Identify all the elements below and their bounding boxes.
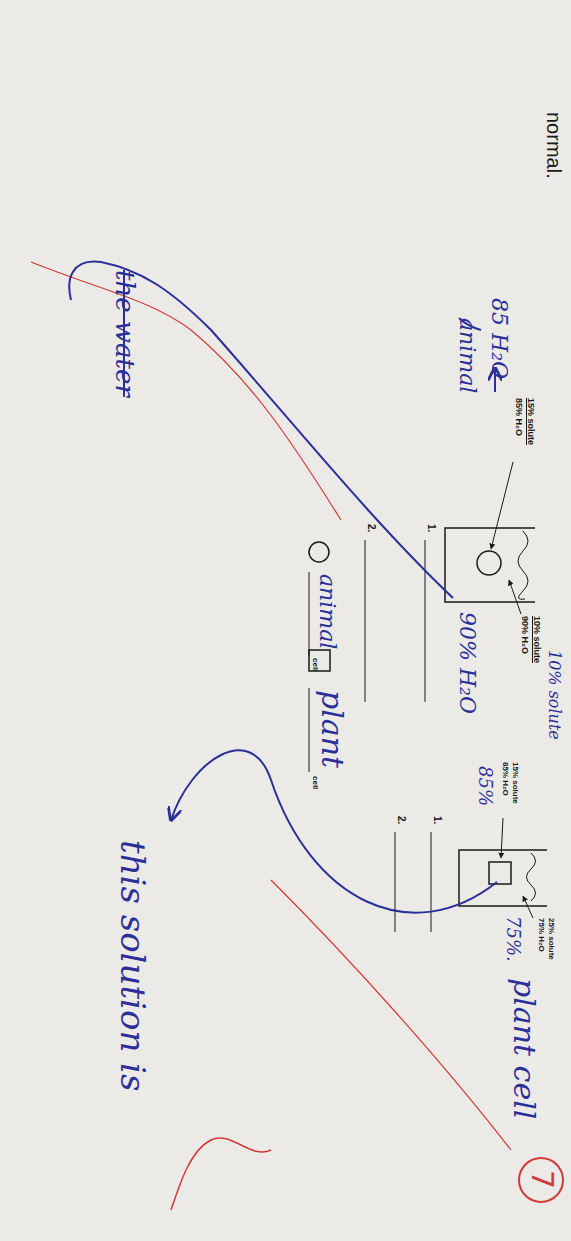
answer-number: 2.: [366, 524, 377, 532]
animal-cell-shape: [477, 551, 501, 575]
grade-mark: 7: [526, 1170, 559, 1189]
solution-label: 90% H₂O: [519, 616, 529, 654]
answer-line: [309, 688, 310, 772]
handwritten-note: 75%.: [503, 916, 523, 962]
hand-curve: [171, 750, 497, 912]
handwritten-note: plant cell: [508, 978, 541, 1119]
solution-label: 25% solute: [546, 918, 555, 960]
solution-label: 85% H₂O: [500, 762, 509, 796]
answer-line: [395, 832, 396, 932]
handwritten-note: animal: [455, 318, 479, 393]
answer-number: 1.: [426, 524, 437, 532]
handwritten-note: 85%: [475, 766, 495, 806]
leader-line: [491, 462, 513, 549]
beaker-outline: [445, 528, 535, 602]
solution-surface: [518, 531, 528, 599]
solution-label: 15% solute: [510, 762, 519, 804]
solution-surface: [527, 853, 536, 901]
solution-label: 10% solute: [531, 616, 541, 663]
cell-label: cell: [310, 658, 319, 671]
handwritten-answer: plant: [316, 690, 349, 768]
red-stroke: [31, 262, 341, 520]
answer-line: [431, 832, 432, 932]
solution-label: 85% H₂O: [513, 398, 523, 436]
hand-curve: [69, 262, 453, 598]
answer-number: 2.: [396, 816, 407, 824]
circle-symbol: [309, 542, 329, 562]
leader-line: [501, 818, 503, 858]
leader-line: [509, 580, 521, 614]
handwritten-note: 85 H₂O: [487, 298, 511, 379]
handwritten-answer: animal: [315, 574, 339, 649]
red-stroke: [171, 1138, 271, 1210]
handwritten-note: 10% solute: [545, 650, 563, 740]
solution-label: 15% solute: [525, 398, 535, 445]
red-stroke: [271, 880, 511, 1150]
square-symbol: [309, 650, 330, 671]
leader-line: [523, 896, 533, 918]
crossed-out-note: the water: [110, 270, 139, 397]
page-text: normal.: [543, 112, 565, 179]
handwritten-answer: this solution is: [114, 840, 151, 1091]
answer-line: [425, 540, 426, 702]
answer-line: [365, 540, 366, 702]
cell-label: cell: [310, 776, 319, 789]
solution-label: 75% H₂O: [536, 918, 545, 952]
answer-line: [309, 572, 310, 656]
handwritten-note: 90% H₂O: [455, 612, 479, 714]
plant-cell-shape: [489, 862, 511, 884]
grade-circle: [519, 1158, 563, 1202]
answer-number: 1.: [432, 816, 443, 824]
